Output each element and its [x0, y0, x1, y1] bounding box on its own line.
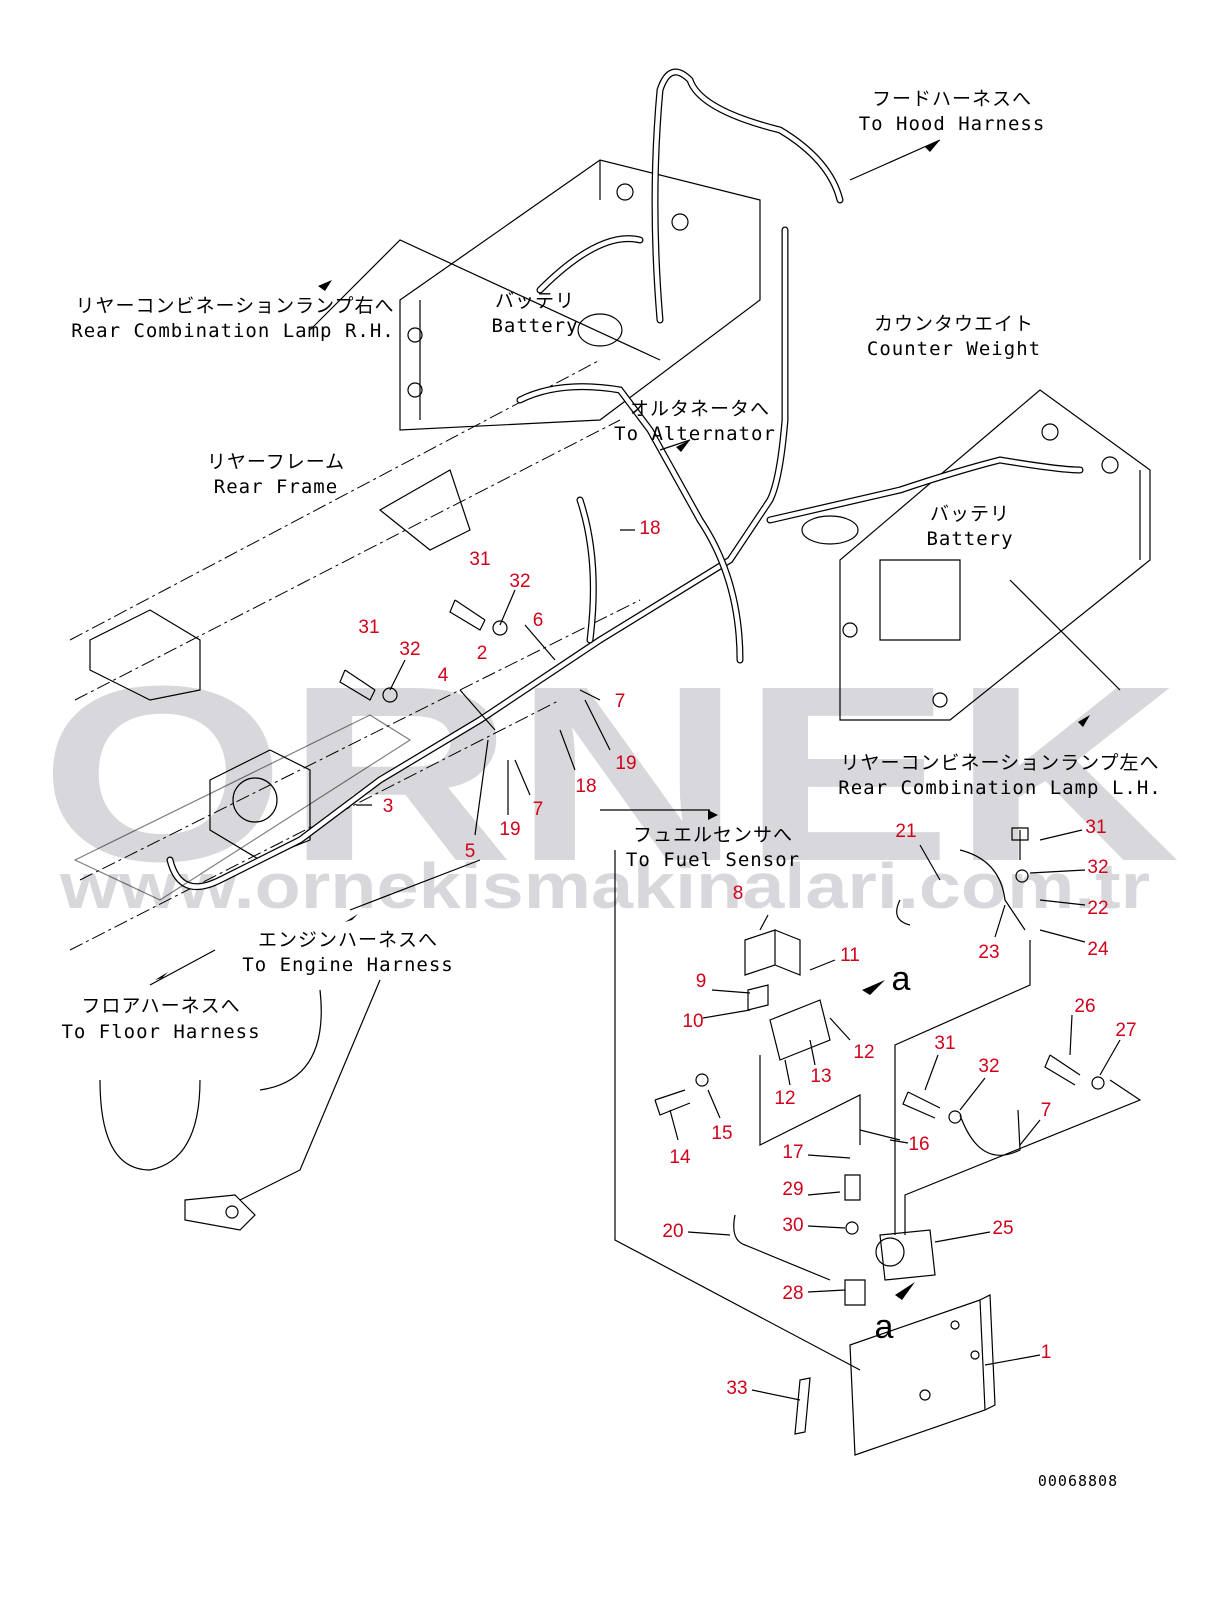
callout: 19	[499, 819, 520, 840]
callout: 7	[615, 691, 626, 712]
label-rear-frame-en: Rear Frame	[214, 476, 338, 498]
leader-lines	[73, 139, 1142, 1401]
callout: 32	[978, 1056, 999, 1077]
watermark: ORNEK www.ornekismakinalari.com.tr	[40, 634, 1180, 922]
callout: 7	[1041, 1100, 1052, 1121]
callout: 21	[895, 821, 916, 842]
callout: 18	[639, 518, 660, 539]
callout: 29	[782, 1179, 803, 1200]
label-hood-harness-en: To Hood Harness	[859, 113, 1046, 135]
annotation-labels: フードハーネスへ To Hood Harness リヤーコンビネーションランプ右…	[61, 88, 1161, 1490]
label-rear-lamp-lh-jp: リヤーコンビネーションランプ左へ	[840, 752, 1159, 774]
callout: 7	[533, 799, 544, 820]
callout: 2	[477, 643, 488, 664]
label-floor-harness-en: To Floor Harness	[61, 1021, 260, 1043]
callout: 19	[615, 753, 636, 774]
callout: 12	[774, 1088, 795, 1109]
callout: 18	[575, 776, 596, 797]
label-engine-harness-en: To Engine Harness	[242, 954, 453, 976]
callout: 31	[934, 1033, 955, 1054]
drawing-number: 00068808	[1038, 1472, 1118, 1490]
label-battery-en: Battery	[491, 315, 578, 337]
label-floor-harness-jp: フロアハーネスへ	[81, 995, 240, 1017]
callout: 25	[992, 1218, 1013, 1239]
callout: 26	[1074, 996, 1095, 1017]
callout: 8	[733, 883, 744, 904]
callout-numbers: 18 31 32 6 31 32 2 4 7 3 19 18 7 19 5 21…	[358, 518, 1136, 1399]
callout: 6	[533, 610, 544, 631]
callout: 31	[1085, 817, 1106, 838]
exploded-parts	[339, 599, 1105, 1456]
label-hood-harness-jp: フードハーネスへ	[872, 88, 1032, 110]
callout: 20	[662, 1221, 683, 1242]
label-counter-weight-jp: カウンタウエイト	[874, 313, 1034, 335]
callout: 17	[782, 1142, 803, 1163]
label-fuel-sensor-jp: フュエルセンサへ	[633, 824, 793, 846]
label-fuel-sensor-en: To Fuel Sensor	[626, 849, 800, 871]
callout: 15	[711, 1123, 732, 1144]
callout: 32	[1087, 857, 1108, 878]
callout: 10	[682, 1011, 703, 1032]
view-marker-a: a	[892, 960, 911, 998]
callout: 32	[509, 571, 530, 592]
callout: 22	[1087, 898, 1108, 919]
callout: 16	[908, 1134, 929, 1155]
callout: 11	[840, 945, 860, 966]
callout: 33	[726, 1378, 747, 1399]
callout: 13	[810, 1066, 831, 1087]
callout: 1	[1041, 1342, 1052, 1363]
callout: 31	[358, 617, 379, 638]
callout: 32	[399, 639, 420, 660]
label-alternator-en: To Alternator	[614, 423, 776, 445]
label-engine-harness-jp: エンジンハーネスへ	[258, 929, 438, 951]
label-battery2-en: Battery	[926, 528, 1013, 550]
callout: 5	[465, 841, 476, 862]
callout: 27	[1115, 1020, 1136, 1041]
callout: 24	[1087, 939, 1109, 960]
callout: 28	[782, 1283, 803, 1304]
callout: 3	[383, 796, 394, 817]
callout: 4	[438, 665, 449, 686]
callout: 23	[978, 942, 999, 963]
watermark-url: www.ornekismakinalari.com.tr	[59, 850, 1150, 922]
callout: 9	[696, 971, 707, 992]
view-marker-a: a	[875, 1308, 894, 1346]
label-rear-lamp-rh-jp: リヤーコンビネーションランプ右へ	[75, 295, 394, 317]
label-battery2-jp: バッテリ	[930, 503, 1010, 525]
label-rear-lamp-rh-en: Rear Combination Lamp R.H.	[71, 320, 394, 342]
callout: 31	[469, 549, 490, 570]
rear-frame-drawing	[69, 159, 1151, 1231]
label-rear-lamp-lh-en: Rear Combination Lamp L.H.	[838, 777, 1161, 799]
label-battery-jp: バッテリ	[495, 290, 575, 312]
label-rear-frame-jp: リヤーフレーム	[207, 451, 345, 473]
label-alternator-jp: オルタネータへ	[630, 398, 770, 420]
callout: 12	[853, 1042, 874, 1063]
label-counter-weight-en: Counter Weight	[867, 338, 1041, 360]
callout: 14	[669, 1147, 691, 1168]
callout: 30	[782, 1215, 803, 1236]
